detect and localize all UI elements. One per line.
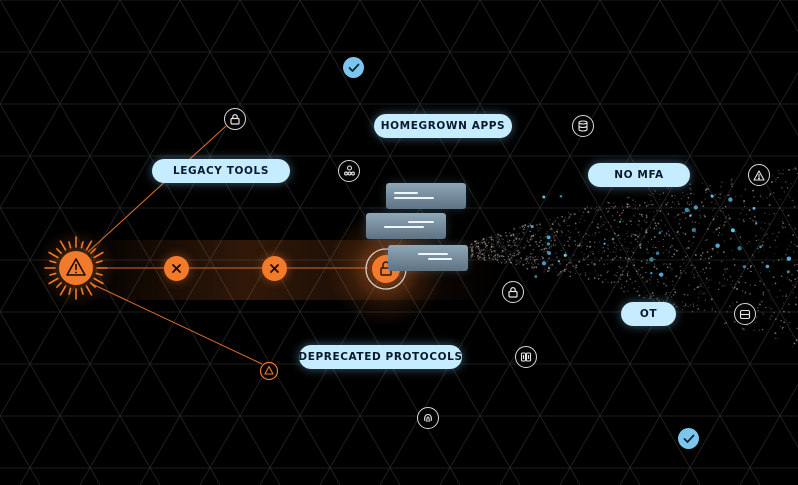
fingerprint-node — [417, 407, 439, 429]
lock-icon — [508, 287, 518, 298]
card-bottom — [388, 245, 468, 271]
blocked-node-1 — [164, 256, 189, 281]
homegrown-apps-icon-node — [572, 115, 594, 137]
card-top — [386, 183, 466, 209]
no-mfa-icon-node — [748, 164, 770, 186]
warning-icon — [753, 169, 765, 181]
check-icon — [348, 63, 359, 72]
particle-stream — [469, 167, 798, 348]
lock-icon — [230, 114, 240, 125]
source-alert-warning-icon — [66, 258, 86, 276]
top-lock-node — [224, 108, 246, 130]
verified-badge-top — [343, 57, 364, 78]
database-icon — [578, 120, 588, 132]
mid-lock-node — [502, 281, 524, 303]
orange-connectors — [87, 125, 368, 365]
deprecated-protocols-label: DEPRECATED PROTOCOLS — [298, 345, 462, 369]
verified-badge-bottom — [678, 428, 699, 449]
server-icon — [739, 309, 751, 319]
homegrown-apps-label: HOMEGROWN APPS — [374, 114, 512, 138]
check-icon — [683, 434, 694, 443]
legacy-tools-icon-node — [338, 160, 360, 182]
no-mfa-label: NO MFA — [588, 163, 690, 187]
legacy-tools-label: LEGACY TOOLS — [152, 159, 290, 183]
x-icon — [172, 264, 181, 273]
deprecated-protocols-icon-node — [515, 346, 537, 368]
fingerprint-icon — [424, 413, 432, 423]
source-alert-node — [36, 228, 116, 308]
blocked-node-2 — [262, 256, 287, 281]
bottom-alert-node — [259, 361, 279, 381]
card-middle — [366, 213, 446, 239]
pill-tails — [290, 125, 748, 358]
ot-icon-node — [734, 303, 756, 325]
ot-label: OT — [621, 302, 676, 326]
protocol-icon — [520, 352, 532, 362]
x-icon — [270, 264, 279, 273]
users-icon — [343, 165, 355, 176]
